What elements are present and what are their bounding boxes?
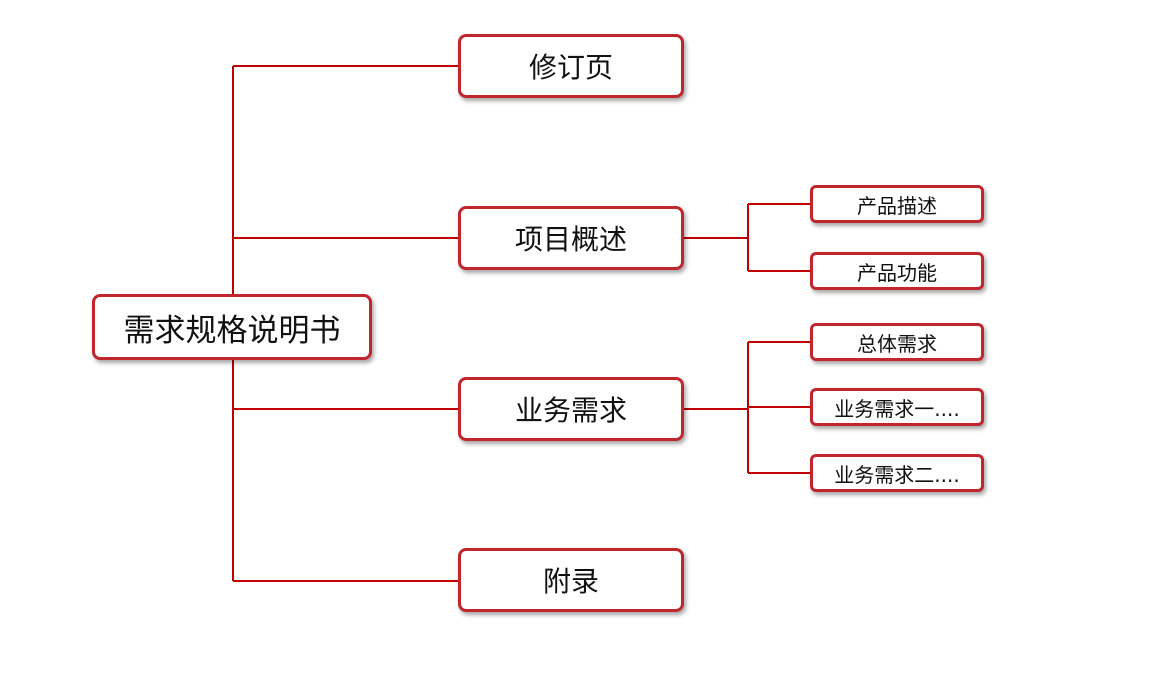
leaf-node-label: 产品描述 [857, 193, 937, 218]
leaf-node-label: 业务需求二.... [834, 462, 960, 487]
leaf-node-label: 产品功能 [857, 260, 937, 285]
branch-node-appendix: 附录 [458, 548, 684, 612]
leaf-node-business-requirement-1: 业务需求一.... [810, 388, 984, 426]
leaf-node-label: 业务需求一.... [834, 396, 960, 421]
leaf-node-general-requirements: 总体需求 [810, 323, 984, 361]
root-node-label: 需求规格说明书 [123, 312, 341, 349]
branch-node-revision: 修订页 [458, 34, 684, 98]
leaf-node-business-requirement-2: 业务需求二.... [810, 454, 984, 492]
branch-node-label: 项目概述 [514, 223, 627, 256]
branch-node-label: 附录 [542, 565, 599, 598]
leaf-node-label: 总体需求 [857, 331, 937, 356]
branch-node-label: 修订页 [528, 51, 613, 84]
branch-node-label: 业务需求 [514, 394, 627, 427]
branch-node-overview: 项目概述 [458, 206, 684, 270]
root-node: 需求规格说明书 [92, 294, 372, 360]
leaf-node-product-description: 产品描述 [810, 185, 984, 223]
branch-node-business: 业务需求 [458, 377, 684, 441]
leaf-node-product-functions: 产品功能 [810, 252, 984, 290]
